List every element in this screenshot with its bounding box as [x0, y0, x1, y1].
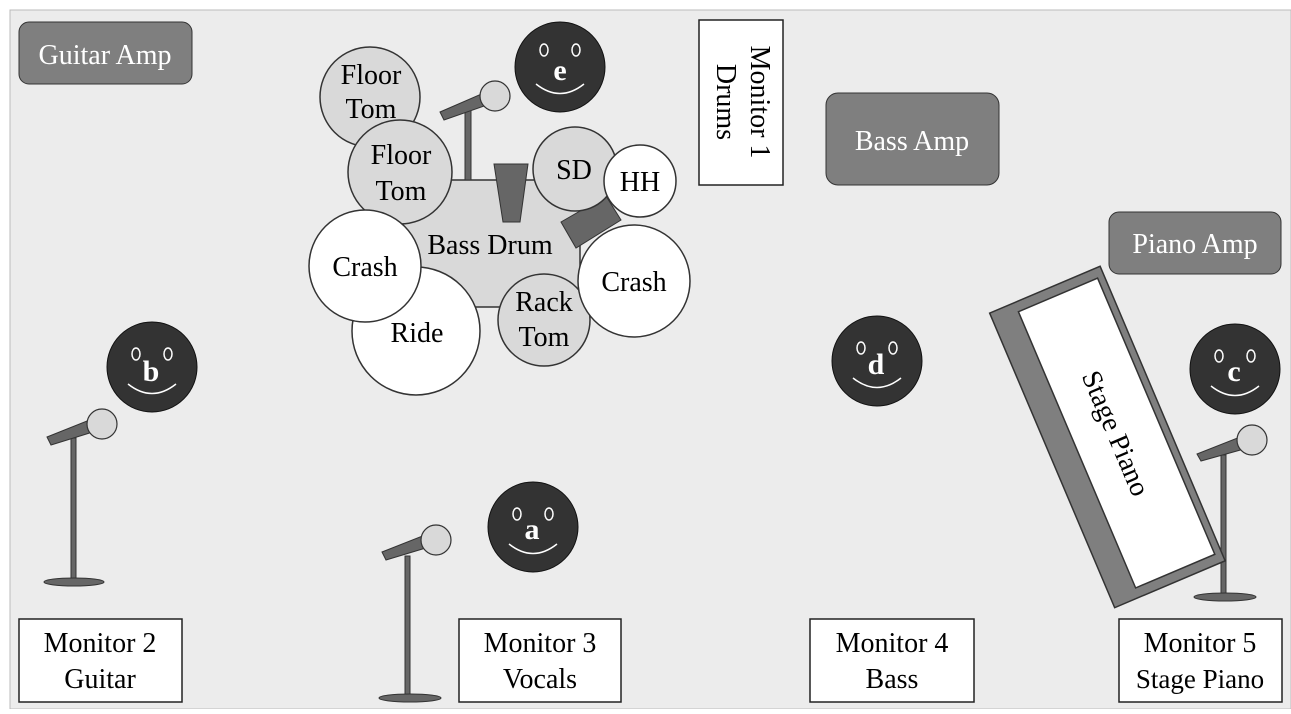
- hihat: HH: [603, 144, 677, 218]
- monitor-1-line-2: Drums: [710, 64, 741, 140]
- monitor-2-line-1: Monitor 2: [44, 628, 157, 659]
- guitar-amp: Guitar Amp: [18, 21, 193, 85]
- mic-stand-guitar: [43, 408, 118, 587]
- drum-mic-stand: [439, 80, 511, 181]
- crash-right-label: Crash: [601, 267, 666, 298]
- performer-d: d: [831, 315, 923, 407]
- snare-drum: SD: [532, 126, 618, 212]
- snare-label: SD: [556, 155, 592, 186]
- guitar-amp-label: Guitar Amp: [39, 40, 172, 71]
- monitor-3-line-1: Monitor 3: [484, 628, 597, 659]
- performer-c-label: c: [1227, 355, 1240, 388]
- monitor-2: Monitor 2 Guitar: [18, 618, 183, 703]
- floor-tom-2-line-1: Floor: [371, 140, 432, 171]
- bass-amp-label: Bass Amp: [855, 126, 969, 157]
- monitor-5-line-1: Monitor 5: [1144, 628, 1257, 659]
- monitor-5-line-2: Stage Piano: [1136, 664, 1264, 694]
- monitor-2-line-2: Guitar: [64, 664, 136, 695]
- crash-cymbal-left: Crash: [308, 209, 422, 323]
- monitor-5: Monitor 5 Stage Piano: [1118, 618, 1283, 703]
- performer-c: c: [1189, 323, 1281, 415]
- stage-piano: Stage Piano: [988, 265, 1227, 609]
- performer-b: b: [106, 321, 198, 413]
- crash-cymbal-right: Crash: [577, 224, 691, 338]
- bass-drum-label: Bass Drum: [427, 230, 552, 261]
- performer-e: e: [514, 21, 606, 113]
- floor-tom-2: Floor Tom: [347, 119, 453, 225]
- bass-amp: Bass Amp: [825, 92, 1000, 186]
- floor-tom-1-line-1: Floor: [341, 60, 402, 91]
- kick-pedal: [493, 163, 529, 223]
- mic-stand-piano: [1193, 424, 1268, 602]
- ride-label: Ride: [391, 318, 444, 349]
- rack-tom: Rack Tom: [497, 273, 591, 367]
- performer-a: a: [487, 481, 579, 573]
- performer-a-label: a: [525, 513, 540, 546]
- performer-e-label: e: [553, 54, 566, 87]
- monitor-4-line-2: Bass: [866, 664, 919, 695]
- monitor-1: Monitor 1 Drums: [698, 19, 784, 186]
- rack-tom-line-2: Tom: [519, 322, 570, 353]
- piano-amp-label: Piano Amp: [1132, 229, 1257, 260]
- drum-kit: Floor Tom Floor Tom SD HH Ride Bass Drum: [308, 46, 691, 396]
- performer-b-label: b: [143, 355, 160, 388]
- floor-tom-2-line-2: Tom: [376, 176, 427, 207]
- floor-tom-1-line-2: Tom: [346, 94, 397, 125]
- monitor-4-line-1: Monitor 4: [836, 628, 949, 659]
- hihat-label: HH: [620, 167, 660, 198]
- mic-stand-vocals: [378, 524, 452, 703]
- monitor-3: Monitor 3 Vocals: [458, 618, 622, 703]
- rack-tom-line-1: Rack: [515, 287, 573, 318]
- monitor-3-line-2: Vocals: [503, 664, 577, 695]
- performer-d-label: d: [868, 348, 885, 381]
- crash-left-label: Crash: [332, 252, 397, 283]
- monitor-1-line-1: Monitor 1: [744, 46, 775, 159]
- monitor-4: Monitor 4 Bass: [809, 618, 975, 703]
- piano-amp: Piano Amp: [1108, 211, 1282, 275]
